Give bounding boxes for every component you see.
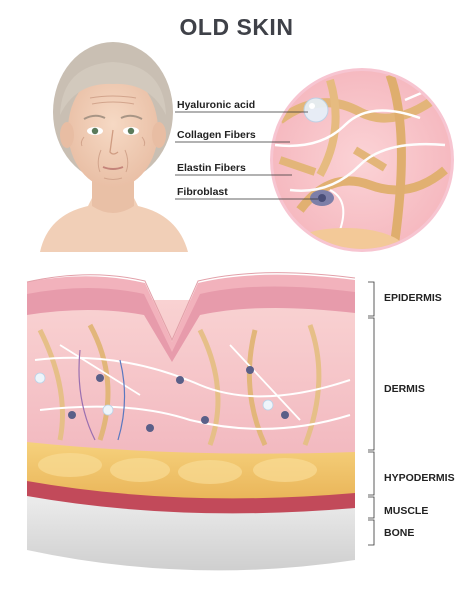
label-bone: BONE — [384, 527, 415, 539]
fibroblast-cells — [68, 366, 289, 432]
page-title: OLD SKIN — [179, 14, 294, 40]
old-face-illustration — [40, 42, 188, 252]
label-fibroblast: Fibroblast — [177, 186, 228, 198]
label-collagen-fibers: Collagen Fibers — [177, 129, 256, 141]
callout-lines — [175, 111, 318, 200]
skin-cross-section — [26, 272, 356, 571]
label-hypodermis: HYPODERMIS — [384, 472, 455, 484]
label-dermis: DERMIS — [384, 383, 425, 395]
label-epidermis: EPIDERMIS — [384, 292, 442, 304]
dermal-fibers — [34, 323, 351, 447]
label-elastin-fibers: Elastin Fibers — [177, 162, 246, 174]
label-hyaluronic-acid: Hyaluronic acid — [177, 99, 256, 111]
magnified-view-circle — [270, 68, 454, 252]
hyaluronic-bubbles — [34, 372, 274, 416]
label-muscle: MUSCLE — [384, 505, 429, 517]
fat-lobules — [38, 453, 317, 484]
layer-brackets — [368, 281, 375, 546]
